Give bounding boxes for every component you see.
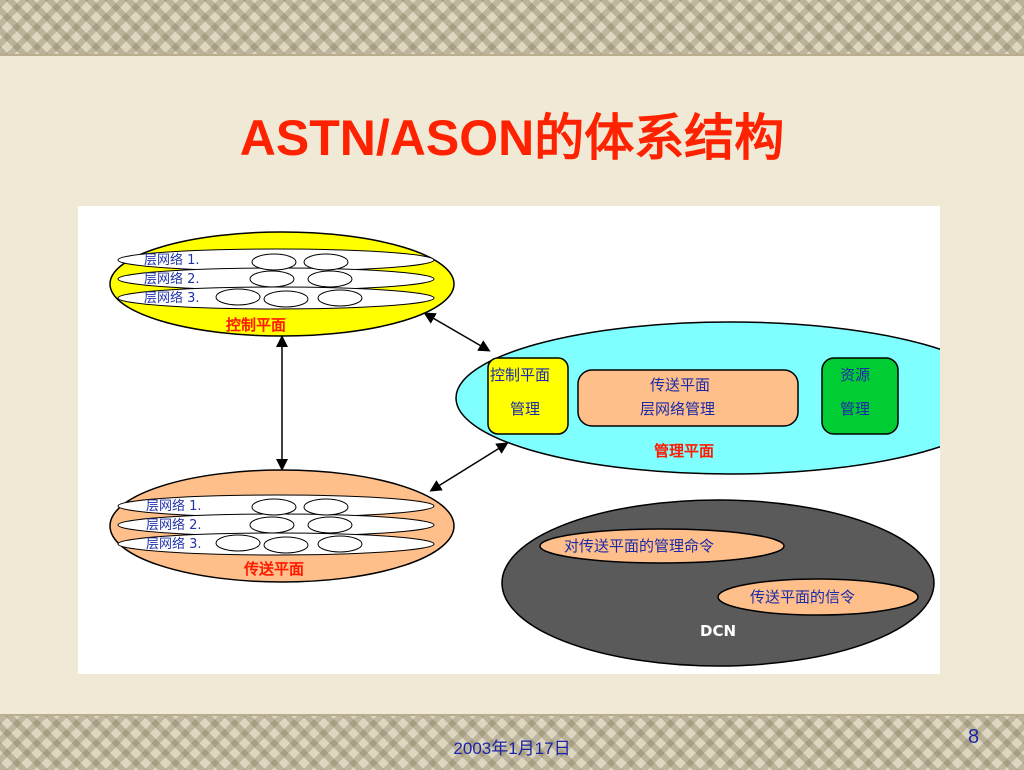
management-plane: 控制平面 管理 传送平面 层网络管理 资源 管理 管理平面	[455, 321, 940, 475]
control-plane: 层网络 1. 层网络 2. 层网络 3. 控制平面	[109, 231, 455, 337]
dcn-item-management-commands: 对传送平面的管理命令	[564, 537, 714, 555]
management-plane-label: 管理平面	[654, 442, 714, 460]
arrow-control-management	[423, 312, 491, 352]
page-number: 8	[968, 726, 980, 748]
top-decorative-border	[0, 0, 1024, 56]
mgmt-box-resource-line2: 管理	[840, 400, 870, 418]
dcn: 对传送平面的管理命令 传送平面的信令 DCN	[501, 499, 935, 667]
dcn-label: DCN	[700, 622, 736, 640]
mgmt-box-resource-line1: 资源	[840, 366, 870, 384]
control-layer-2-label: 层网络 2.	[144, 271, 200, 287]
control-plane-label: 控制平面	[226, 316, 286, 334]
transport-plane: 层网络 1. 层网络 2. 层网络 3. 传送平面	[109, 469, 455, 583]
mgmt-box-control-line1: 控制平面	[490, 366, 550, 384]
mgmt-box-transport-line2: 层网络管理	[640, 400, 715, 418]
bottom-decorative-border	[0, 714, 1024, 770]
arrow-transport-management	[429, 442, 509, 492]
dcn-item-signaling: 传送平面的信令	[750, 588, 855, 606]
control-layer-3-label: 层网络 3.	[144, 290, 200, 306]
transport-layer-3-label: 层网络 3.	[146, 536, 202, 552]
slide-title: ASTN/ASON的体系结构	[239, 110, 785, 166]
mgmt-box-transport-line1: 传送平面	[650, 376, 710, 394]
architecture-diagram: 层网络 1. 层网络 2. 层网络 3. 控制平面 层网络 1. 层网络 2. …	[78, 206, 940, 674]
transport-plane-label: 传送平面	[243, 560, 304, 578]
footer-date: 2003年1月17日	[453, 739, 571, 758]
transport-layer-1-label: 层网络 1.	[146, 498, 202, 514]
transport-layer-2-label: 层网络 2.	[146, 517, 202, 533]
control-layer-1-label: 层网络 1.	[144, 252, 200, 268]
mgmt-box-control-line2: 管理	[510, 400, 540, 418]
